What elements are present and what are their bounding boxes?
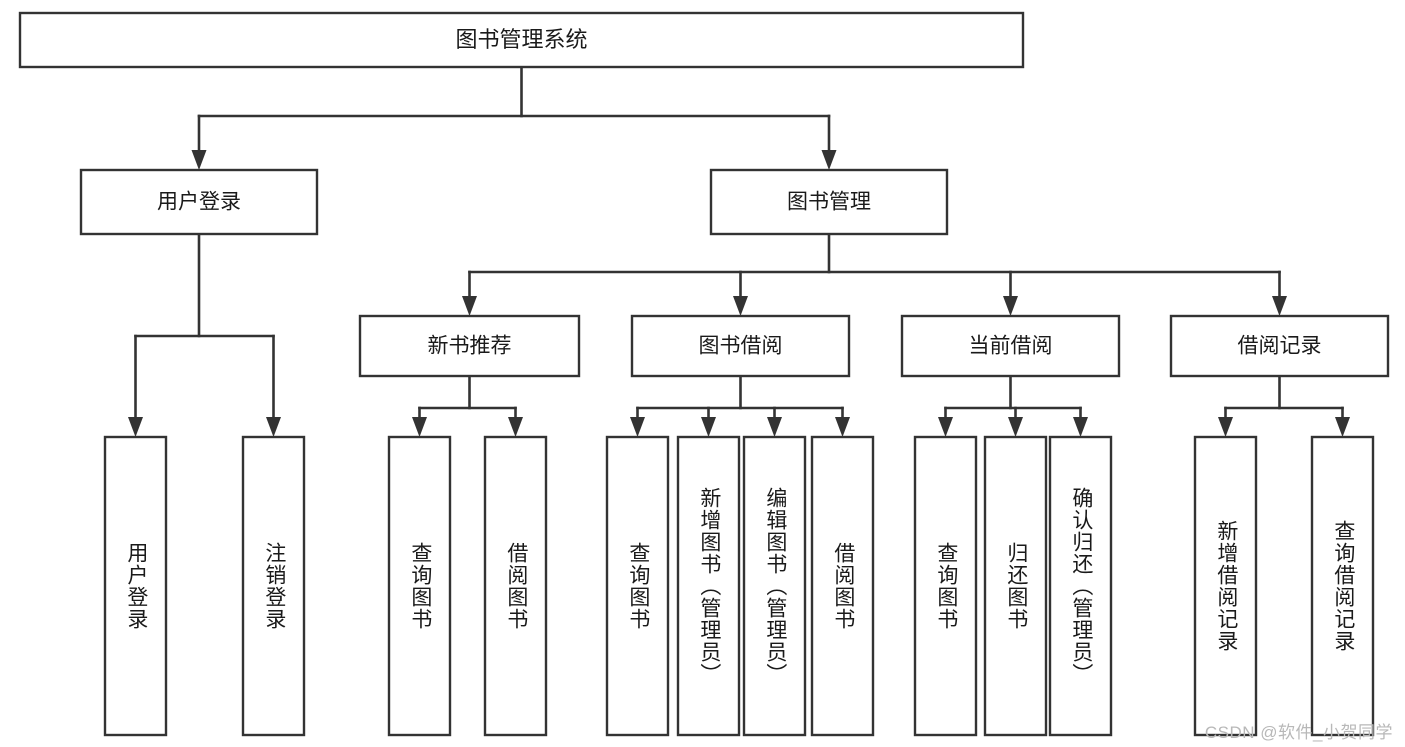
node-leaf1[interactable] <box>103 435 168 737</box>
node-leaf3[interactable] <box>387 435 452 737</box>
node-leaf11[interactable] <box>1048 435 1113 737</box>
node-leaf13[interactable] <box>1310 435 1375 737</box>
node-box[interactable] <box>1310 435 1375 737</box>
node-box[interactable] <box>1048 435 1113 737</box>
node-box[interactable] <box>676 435 741 737</box>
connector-arrowhead <box>191 150 207 170</box>
node-label: 借阅记录 <box>1238 335 1322 358</box>
node-newbook[interactable]: 新书推荐 <box>358 314 581 378</box>
connector-arrowhead <box>1008 417 1023 437</box>
node-box[interactable] <box>241 435 306 737</box>
connector-arrowhead <box>938 417 953 437</box>
node-box[interactable] <box>913 435 978 737</box>
connector-layer <box>128 65 1350 437</box>
node-box[interactable] <box>709 168 949 236</box>
connector-arrowhead <box>1218 417 1233 437</box>
node-label: 用户登录 <box>157 191 241 214</box>
node-label: 图书管理系统 <box>455 27 587 52</box>
connector-arrowhead <box>733 296 748 316</box>
node-box[interactable] <box>483 435 548 737</box>
node-box[interactable] <box>103 435 168 737</box>
node-login[interactable]: 用户登录 <box>79 168 319 236</box>
connector-arrowhead <box>462 296 477 316</box>
node-leaf5[interactable] <box>605 435 670 737</box>
watermark-text: CSDN @软件_小贺同学 <box>1204 723 1393 742</box>
connector-arrowhead <box>701 417 716 437</box>
node-record[interactable]: 借阅记录 <box>1169 314 1390 378</box>
node-leaf4[interactable] <box>483 435 548 737</box>
node-leaf7[interactable] <box>742 435 807 737</box>
connector-arrowhead <box>767 417 782 437</box>
connector-arrowhead <box>508 417 523 437</box>
node-current[interactable]: 当前借阅 <box>900 314 1121 378</box>
connector-arrowhead <box>821 150 837 170</box>
node-box[interactable] <box>983 435 1048 737</box>
node-box[interactable] <box>18 11 1025 69</box>
connector-arrowhead <box>835 417 850 437</box>
node-leaf9[interactable] <box>913 435 978 737</box>
connector-arrowhead <box>1272 296 1287 316</box>
node-label: 新书推荐 <box>428 335 512 358</box>
connector-arrowhead <box>266 417 281 437</box>
node-box[interactable] <box>387 435 452 737</box>
node-leaf6[interactable] <box>676 435 741 737</box>
node-bookmgr[interactable]: 图书管理 <box>709 168 949 236</box>
node-label: 图书借阅 <box>699 335 783 358</box>
node-box[interactable] <box>1169 314 1390 378</box>
node-box[interactable] <box>630 314 851 378</box>
connector-arrowhead <box>1335 417 1350 437</box>
node-box[interactable] <box>605 435 670 737</box>
node-leaf10[interactable] <box>983 435 1048 737</box>
connector-arrowhead <box>630 417 645 437</box>
node-borrow[interactable]: 图书借阅 <box>630 314 851 378</box>
connector-arrowhead <box>128 417 143 437</box>
node-box[interactable] <box>1193 435 1258 737</box>
connector-arrowhead <box>1073 417 1088 437</box>
node-leaf12[interactable] <box>1193 435 1258 737</box>
node-box[interactable] <box>742 435 807 737</box>
node-box[interactable] <box>358 314 581 378</box>
node-leaf2[interactable] <box>241 435 306 737</box>
node-leaf8[interactable] <box>810 435 875 737</box>
node-box[interactable] <box>900 314 1121 378</box>
connector-arrowhead <box>1003 296 1018 316</box>
node-box[interactable] <box>79 168 319 236</box>
node-label: 图书管理 <box>787 191 871 214</box>
node-box[interactable] <box>810 435 875 737</box>
node-root[interactable]: 图书管理系统 <box>18 11 1025 69</box>
node-label: 当前借阅 <box>969 335 1053 358</box>
connector-arrowhead <box>412 417 427 437</box>
